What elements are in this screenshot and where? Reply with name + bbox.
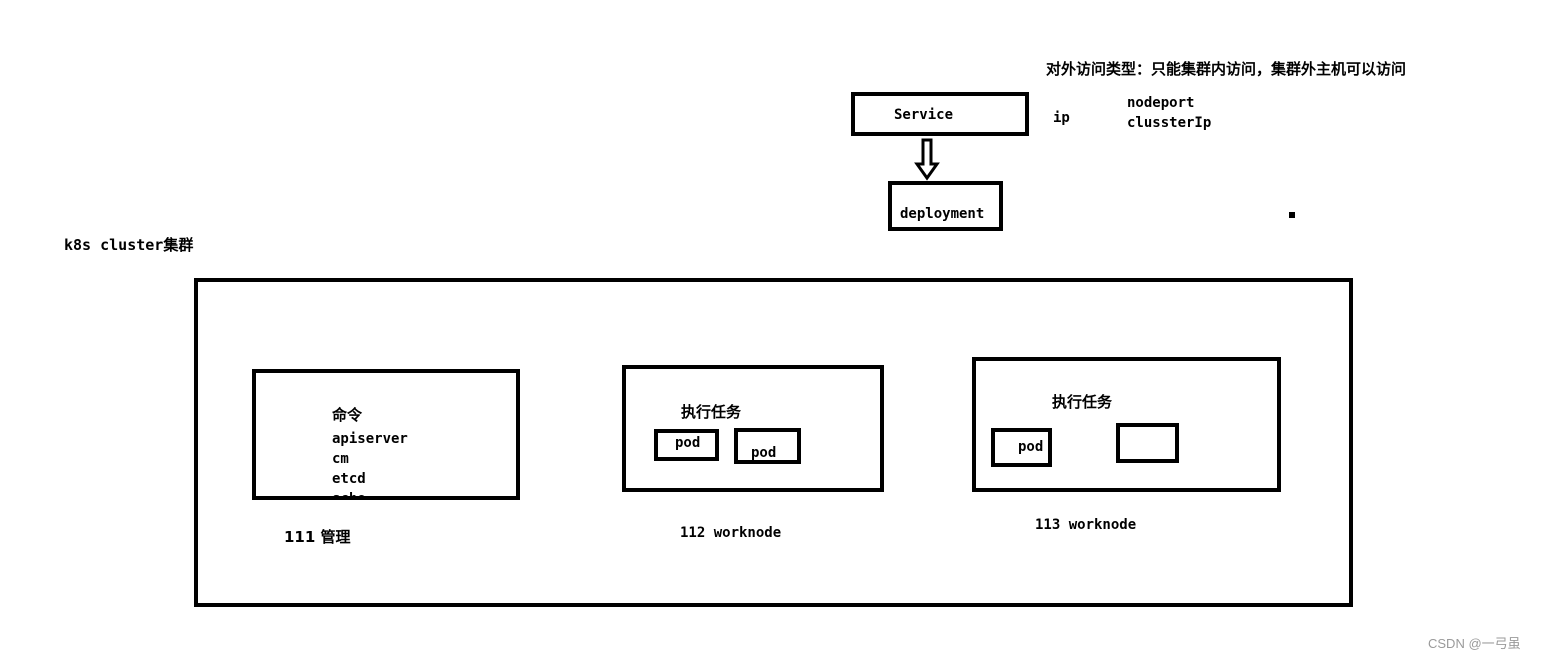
worker-node-112-title: 执行任务 — [681, 403, 742, 421]
empty-pod-box — [1116, 423, 1179, 463]
worker-node-112-caption: 112 worknode — [680, 525, 782, 541]
worker-node-113-box: 执行任务 — [972, 357, 1281, 492]
access-type-heading: 对外访问类型：只能集群内访问，集群外主机可以访问 — [1046, 60, 1407, 78]
cluster-label-text: k8s cluster集群 — [64, 236, 194, 254]
pod-box: pod — [654, 429, 719, 461]
component-etcd: etcd — [332, 471, 366, 487]
worker-node-112-box: 执行任务 — [622, 365, 884, 492]
component-sche: sche — [332, 491, 366, 500]
master-node-title: 命令 — [332, 406, 363, 424]
access-type-nodeport: nodeport — [1127, 95, 1195, 111]
pod-label: pod — [1018, 439, 1044, 455]
worker-node-113-caption: 113 worknode — [1035, 517, 1137, 533]
pod-box: pod — [734, 428, 801, 464]
component-apiserver: apiserver — [332, 431, 408, 447]
access-type-clusterip: clussterIp — [1127, 115, 1212, 131]
worker-node-113-title: 执行任务 — [1052, 393, 1113, 411]
deployment-label: deployment — [900, 206, 985, 222]
service-box: Service — [851, 92, 1029, 136]
down-arrow-icon — [914, 138, 940, 181]
component-cm: cm — [332, 451, 349, 467]
deployment-box: deployment — [888, 181, 1003, 231]
master-node-box: 命令 apiserver cm etcd sche — [252, 369, 520, 500]
pod-label: pod — [751, 445, 777, 461]
stray-dot — [1289, 212, 1295, 218]
master-node-caption: 111 管理 — [284, 528, 351, 546]
pod-box: pod — [991, 428, 1052, 467]
service-ip-label: ip — [1053, 110, 1070, 126]
service-label: Service — [894, 107, 954, 123]
pod-label: pod — [675, 435, 701, 451]
cluster-label: k8s cluster集群 — [64, 238, 193, 253]
watermark: CSDN @一弓虽 — [1428, 636, 1521, 651]
cluster-box — [194, 278, 1353, 607]
